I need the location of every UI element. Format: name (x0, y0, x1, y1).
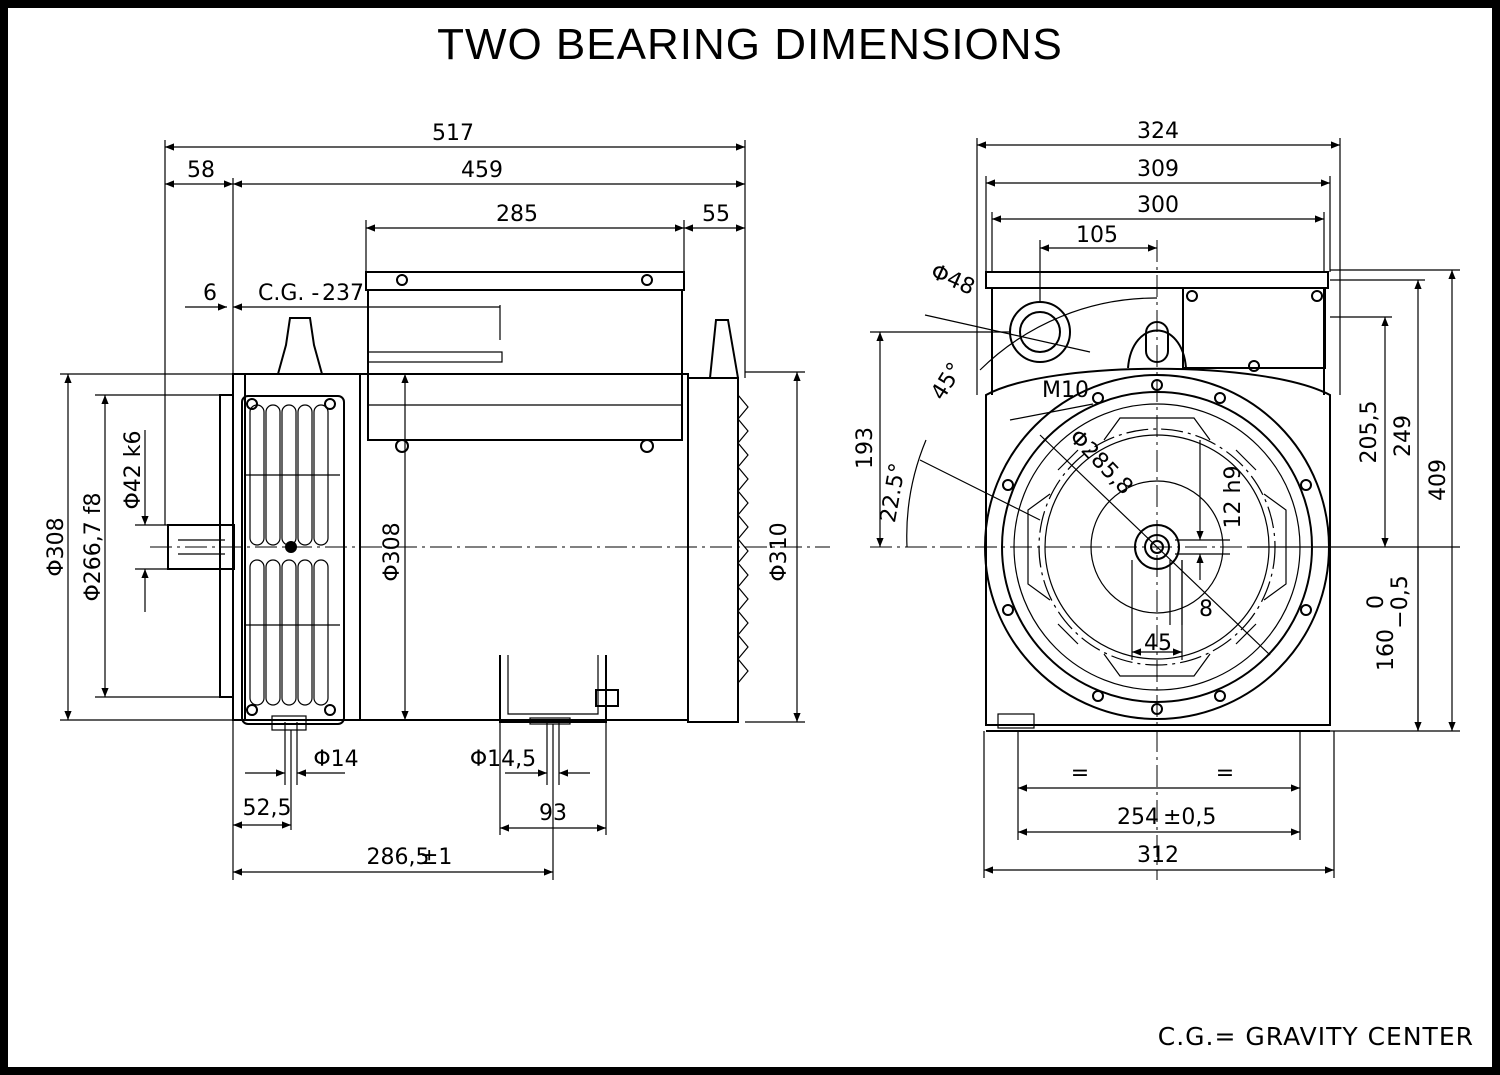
dim-feet-spacing-tol: ±0,5 (1163, 805, 1216, 830)
dim-foot-width: 93 (539, 801, 567, 826)
dim-shaft-height-tol-lower: −0,5 (1388, 575, 1413, 628)
cable-gland (1009, 301, 1071, 363)
dim-cg-offset: 6 (203, 281, 217, 306)
dim-shaft-height-tol-upper: 0 (1364, 595, 1389, 609)
dim-height-249: 249 (1391, 415, 1416, 457)
dim-width-309: 309 (1137, 157, 1179, 182)
dim-spigot-diameter: Φ266,7 f8 (81, 492, 106, 601)
dim-angle-22: 22.5° (876, 461, 911, 524)
dim-front-foot-offset: 52,5 (243, 796, 292, 821)
fan-guard (241, 373, 361, 725)
dim-angle-45: 45° (927, 358, 969, 404)
dim-feet-spacing: 254 (1117, 805, 1159, 830)
dim-shaft-diameter: Φ42 k6 (121, 430, 146, 509)
dim-shaft-height: 160 (1374, 629, 1399, 671)
dim-rear-offset: 55 (702, 202, 730, 227)
side-view: 517 58 459 285 55 6 C.G. - 237 Φ308 Φ266… (44, 121, 830, 880)
dim-base-width: 312 (1137, 843, 1179, 868)
dim-terminal-box-length: 285 (496, 202, 538, 227)
dim-width-300: 300 (1137, 193, 1179, 218)
dim-foot-spacing: 286,5 (367, 845, 430, 870)
drawing-title: TWO BEARING DIMENSIONS (437, 20, 1063, 69)
end-top-cover (985, 271, 1329, 289)
dim-lifting-hole: Φ48 (927, 259, 979, 300)
end-bolt-holes (1002, 379, 1312, 715)
dim-foot-spacing-tol: ±1 (420, 845, 452, 870)
dim-shaft-extension: 58 (187, 158, 215, 183)
side-terminal-box (365, 271, 685, 453)
end-view: 324 309 300 105 Φ48 M10 45° 22.5° Φ285,8… (853, 119, 1460, 880)
dim-overall-length: 517 (432, 121, 474, 146)
dim-rear-diameter: Φ310 (767, 522, 792, 581)
dim-key-depth: 8 (1199, 597, 1213, 622)
dim-thread: M10 (1042, 378, 1089, 403)
dim-equal-right: = (1216, 761, 1234, 786)
dim-foot-hole-front: Φ14 (313, 747, 358, 772)
dim-foot-hole-rear: Φ14,5 (470, 747, 536, 772)
dim-height-205: 205,5 (1357, 401, 1382, 464)
end-housing (985, 367, 1331, 726)
dim-flange-diameter: Φ308 (44, 517, 69, 576)
dim-frame-diameter: Φ308 (380, 522, 405, 581)
dim-box-offset: 105 (1076, 223, 1118, 248)
dim-equal-left: = (1071, 761, 1089, 786)
rear-foot (271, 655, 619, 731)
dim-overall-width: 324 (1137, 119, 1179, 144)
cg-legend: C.G.= GRAVITY CENTER (1157, 1022, 1474, 1051)
dim-height-409: 409 (1426, 459, 1451, 501)
dim-body-length: 459 (461, 158, 503, 183)
dim-height-193: 193 (853, 427, 878, 469)
rear-endbell (687, 319, 749, 723)
dim-cg-label: C.G. - (258, 281, 319, 306)
end-lifting-eye (1127, 329, 1187, 369)
dim-key-width: 12 h9 (1221, 466, 1246, 529)
side-lifting-eye (276, 317, 324, 375)
dim-cg-value: 237 (322, 281, 364, 306)
dim-shaft-step: 45 (1144, 631, 1172, 656)
end-terminal-box (1182, 287, 1326, 372)
